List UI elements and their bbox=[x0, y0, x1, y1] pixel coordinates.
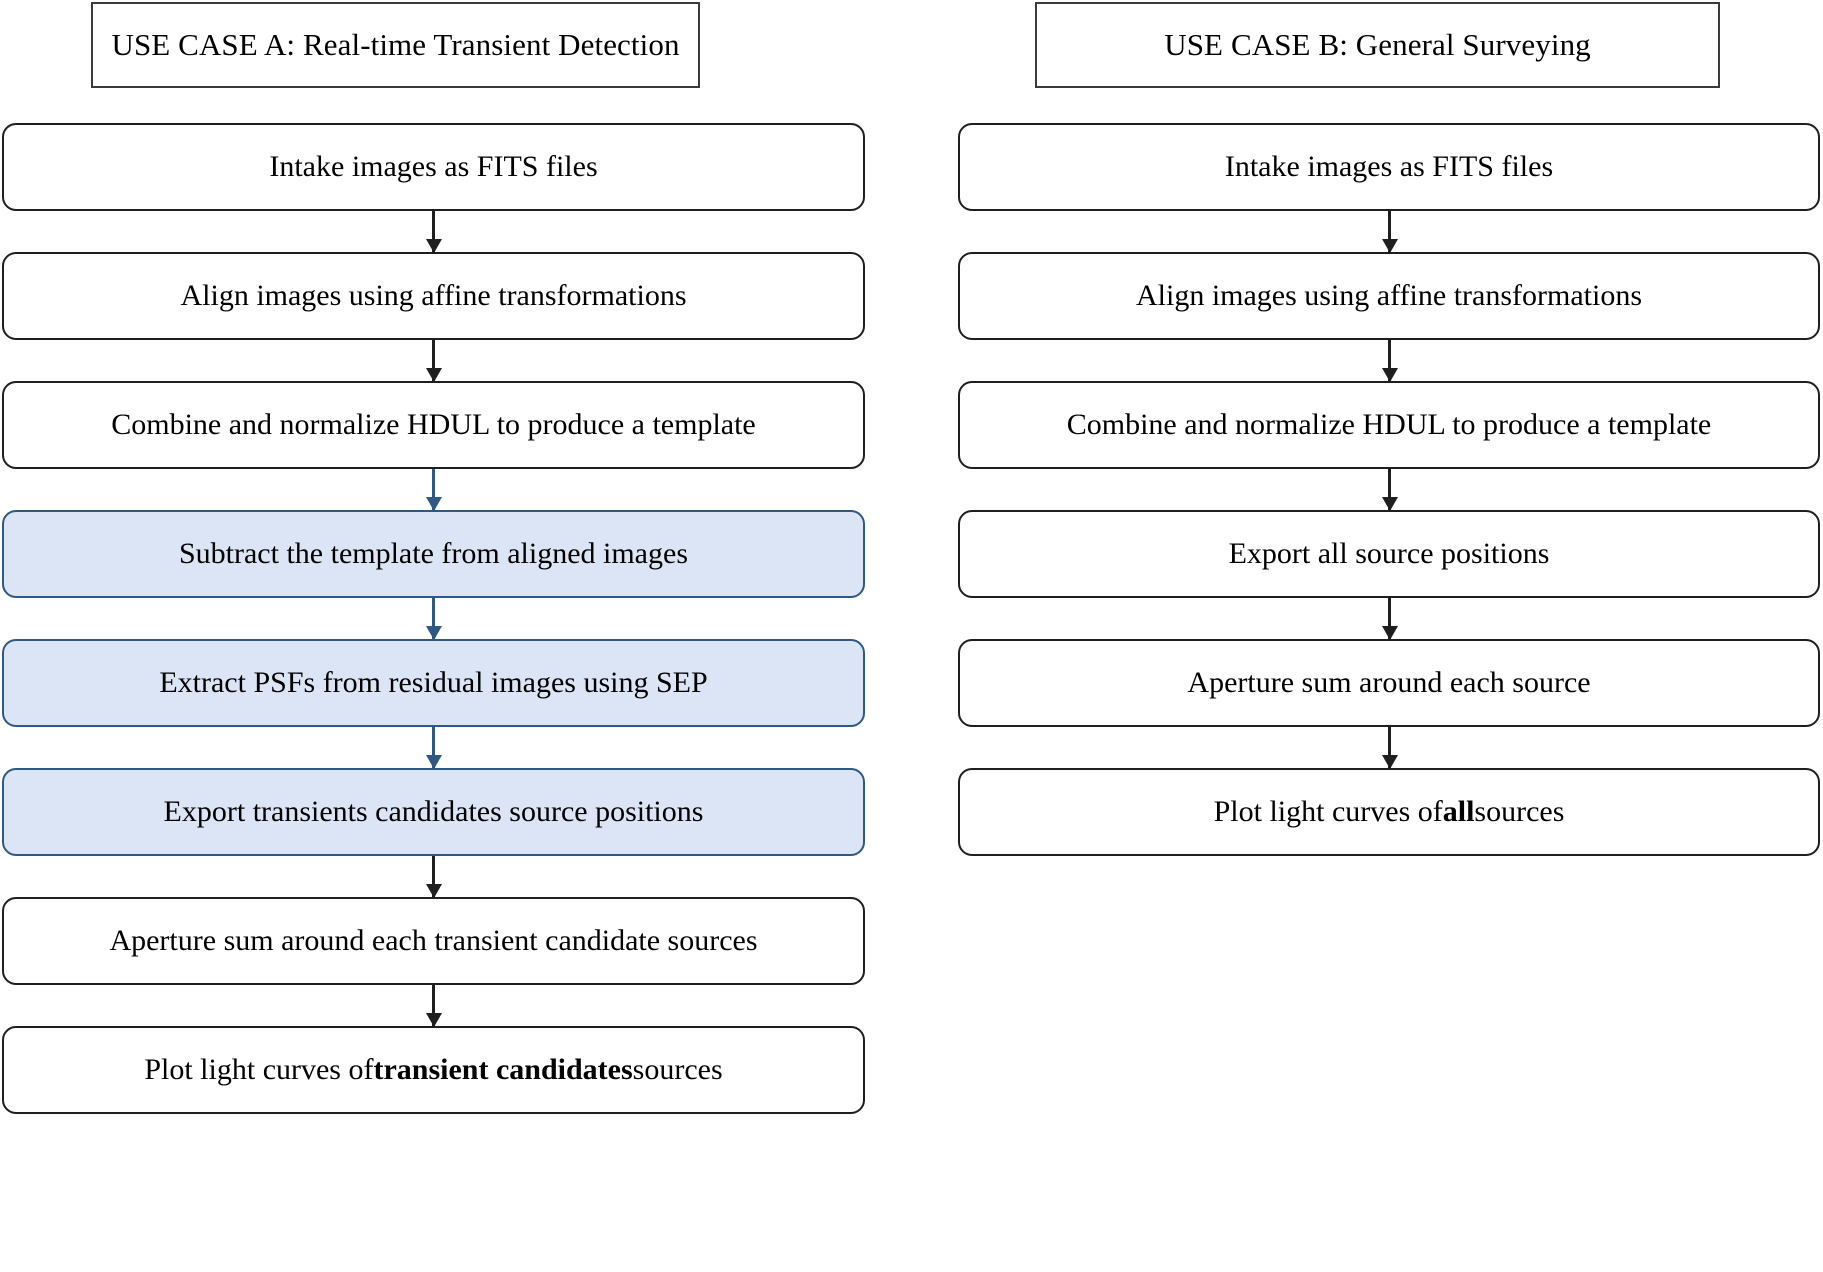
node-a-7-aperture-sum[interactable]: Aperture sum around each transient candi… bbox=[2, 897, 865, 985]
use-case-a-header: USE CASE A: Real-time Transient Detectio… bbox=[91, 2, 700, 88]
node-b-6-text-suffix: sources bbox=[1474, 794, 1565, 828]
arrowhead-icon bbox=[425, 1013, 442, 1027]
node-b-4-export-all-positions[interactable]: Export all source positions bbox=[958, 510, 1820, 598]
arrow-a-6-to-7 bbox=[425, 856, 442, 898]
node-b-5-aperture-sum[interactable]: Aperture sum around each source bbox=[958, 639, 1820, 727]
arrow-a-7-to-8 bbox=[425, 985, 442, 1027]
arrow-a-2-to-3 bbox=[425, 340, 442, 382]
node-b-1-intake-images[interactable]: Intake images as FITS files bbox=[958, 123, 1820, 211]
node-a-4-subtract-template[interactable]: Subtract the template from aligned image… bbox=[2, 510, 865, 598]
node-a-1-intake-images[interactable]: Intake images as FITS files bbox=[2, 123, 865, 211]
node-b-6-plot-light-curves[interactable]: Plot light curves of all sources bbox=[958, 768, 1820, 856]
arrow-a-3-to-4 bbox=[425, 469, 442, 511]
arrowhead-icon bbox=[425, 497, 442, 511]
arrow-b-1-to-2 bbox=[1381, 211, 1398, 253]
node-b-6-text-bold: all bbox=[1442, 794, 1475, 828]
arrowhead-icon bbox=[425, 755, 442, 769]
arrowhead-icon bbox=[1381, 626, 1398, 640]
arrowhead-icon bbox=[1381, 497, 1398, 511]
node-b-2-align-images[interactable]: Align images using affine transformation… bbox=[958, 252, 1820, 340]
arrowhead-icon bbox=[1381, 368, 1398, 382]
node-a-6-export-transient-positions[interactable]: Export transients candidates source posi… bbox=[2, 768, 865, 856]
node-a-8-text-prefix: Plot light curves of bbox=[144, 1052, 374, 1086]
node-a-3-combine-normalize[interactable]: Combine and normalize HDUL to produce a … bbox=[2, 381, 865, 469]
arrowhead-icon bbox=[425, 239, 442, 253]
arrow-b-3-to-4 bbox=[1381, 469, 1398, 511]
arrowhead-icon bbox=[425, 884, 442, 898]
arrowhead-icon bbox=[1381, 239, 1398, 253]
arrow-a-1-to-2 bbox=[425, 211, 442, 253]
arrow-a-5-to-6 bbox=[425, 727, 442, 769]
node-a-5-extract-psfs[interactable]: Extract PSFs from residual images using … bbox=[2, 639, 865, 727]
node-a-2-align-images[interactable]: Align images using affine transformation… bbox=[2, 252, 865, 340]
arrow-b-4-to-5 bbox=[1381, 598, 1398, 640]
arrow-a-4-to-5 bbox=[425, 598, 442, 640]
arrowhead-icon bbox=[425, 626, 442, 640]
arrow-b-2-to-3 bbox=[1381, 340, 1398, 382]
node-a-8-text-bold: transient candidates bbox=[373, 1052, 633, 1086]
node-b-6-text-prefix: Plot light curves of bbox=[1213, 794, 1443, 828]
node-b-3-combine-normalize[interactable]: Combine and normalize HDUL to produce a … bbox=[958, 381, 1820, 469]
arrow-b-5-to-6 bbox=[1381, 727, 1398, 769]
arrowhead-icon bbox=[425, 368, 442, 382]
node-a-8-plot-light-curves[interactable]: Plot light curves of transient candidate… bbox=[2, 1026, 865, 1114]
node-a-8-text-suffix: sources bbox=[632, 1052, 723, 1086]
use-case-b-header: USE CASE B: General Surveying bbox=[1035, 2, 1720, 88]
arrowhead-icon bbox=[1381, 755, 1398, 769]
